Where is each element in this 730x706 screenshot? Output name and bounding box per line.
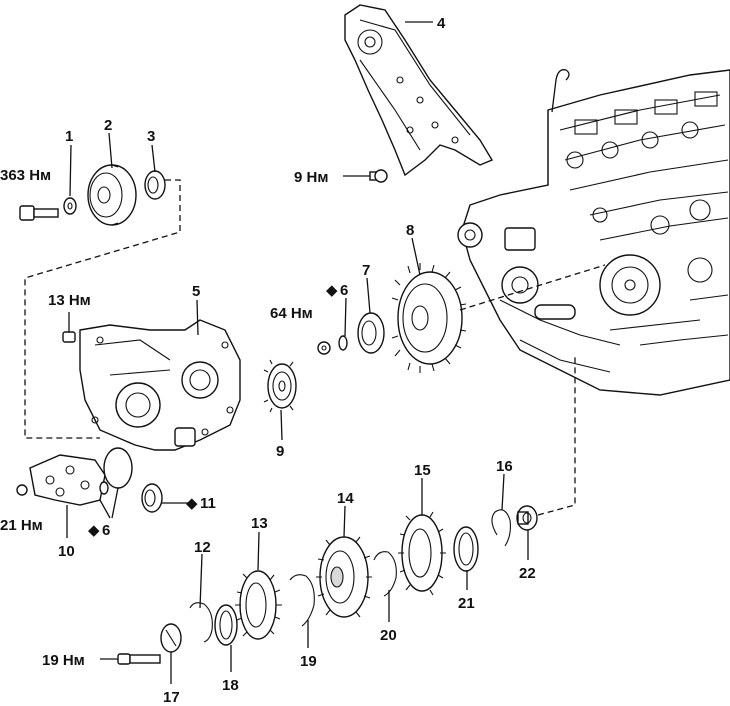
engine-block [457, 69, 730, 396]
bolt-19nm [100, 653, 161, 665]
part-labels: 1 2 3 4 5 ◆ 6 7 8 9 10 ◆ 6 ◆ 11 12 13 14… [58, 15, 536, 706]
dashed-line-22 [537, 355, 576, 516]
leader-lines [66, 21, 529, 684]
idler-gear-15 [398, 511, 446, 596]
torque-19: 19 Нм [42, 652, 85, 669]
bolt-9nm [343, 169, 388, 183]
label-20: 20 [380, 627, 397, 644]
leader-6-left-b [111, 487, 119, 519]
dashed-alignment-line [24, 179, 181, 439]
label-7: 7 [362, 262, 370, 279]
torque-9: 9 Нм [294, 169, 328, 186]
upper-timing-cover [344, 4, 494, 177]
crankshaft-pulley-bolt [19, 205, 59, 221]
label-6-diamond-top: ◆ [326, 282, 338, 299]
torque-labels: 363 Нм 9 Нм 13 Нм 64 Нм 21 Нм 19 Нм [0, 167, 328, 669]
torque-13: 13 Нм [48, 292, 91, 309]
oil-seal-11 [141, 483, 163, 513]
label-15: 15 [414, 462, 431, 479]
label-14: 14 [337, 490, 354, 507]
snap-ring-19 [289, 574, 315, 627]
gear-13 [235, 570, 282, 640]
label-5: 5 [192, 283, 200, 300]
camshaft-timing-gear [391, 263, 467, 373]
label-9: 9 [276, 443, 284, 460]
thrust-plate-21 [453, 526, 479, 572]
o-ring-large [103, 447, 133, 489]
gear-14 [316, 536, 372, 618]
oil-pump-housing [29, 454, 106, 506]
label-17: 17 [163, 689, 180, 706]
label-19: 19 [300, 653, 317, 670]
label-11: 11 [200, 495, 216, 512]
torque-64: 64 Нм [270, 305, 313, 322]
label-18: 18 [222, 677, 239, 694]
snap-ring-12 [189, 602, 213, 643]
label-2: 2 [104, 117, 112, 134]
label-4: 4 [437, 15, 446, 32]
label-6-left: 6 [102, 522, 110, 539]
torque-21: 21 Нм [0, 517, 43, 534]
label-10: 10 [58, 543, 75, 560]
label-3: 3 [147, 128, 155, 145]
label-12: 12 [194, 539, 211, 556]
label-21: 21 [458, 595, 475, 612]
timing-gear-case [79, 319, 241, 451]
nut-64nm [317, 341, 331, 355]
snap-ring-20 [373, 551, 397, 597]
torque-363: 363 Нм [0, 167, 51, 184]
crankshaft-timing-gear [263, 359, 297, 413]
label-16: 16 [496, 458, 513, 475]
washer [63, 197, 77, 215]
retaining-plate-17 [160, 623, 182, 653]
label-1: 1 [65, 128, 73, 145]
label-6-top: 6 [340, 282, 348, 299]
idler-shaft-22 [516, 505, 538, 531]
o-ring-small [99, 481, 109, 495]
dashed-line-8 [459, 264, 606, 311]
snap-ring-16 [491, 509, 511, 547]
bolt-13nm [62, 312, 76, 343]
oil-seal-front [144, 170, 166, 200]
label-6-diamond-left: ◆ [88, 522, 100, 539]
washer-6 [338, 335, 348, 351]
oil-seal-7 [357, 312, 385, 354]
leader-6-left [99, 499, 111, 519]
thrust-plate-18 [214, 604, 238, 646]
label-8: 8 [406, 222, 414, 239]
label-11-diamond: ◆ [186, 495, 198, 512]
label-22: 22 [519, 565, 536, 582]
nut-21nm [16, 484, 28, 496]
label-13: 13 [251, 515, 268, 532]
crankshaft-pulley [87, 164, 137, 226]
